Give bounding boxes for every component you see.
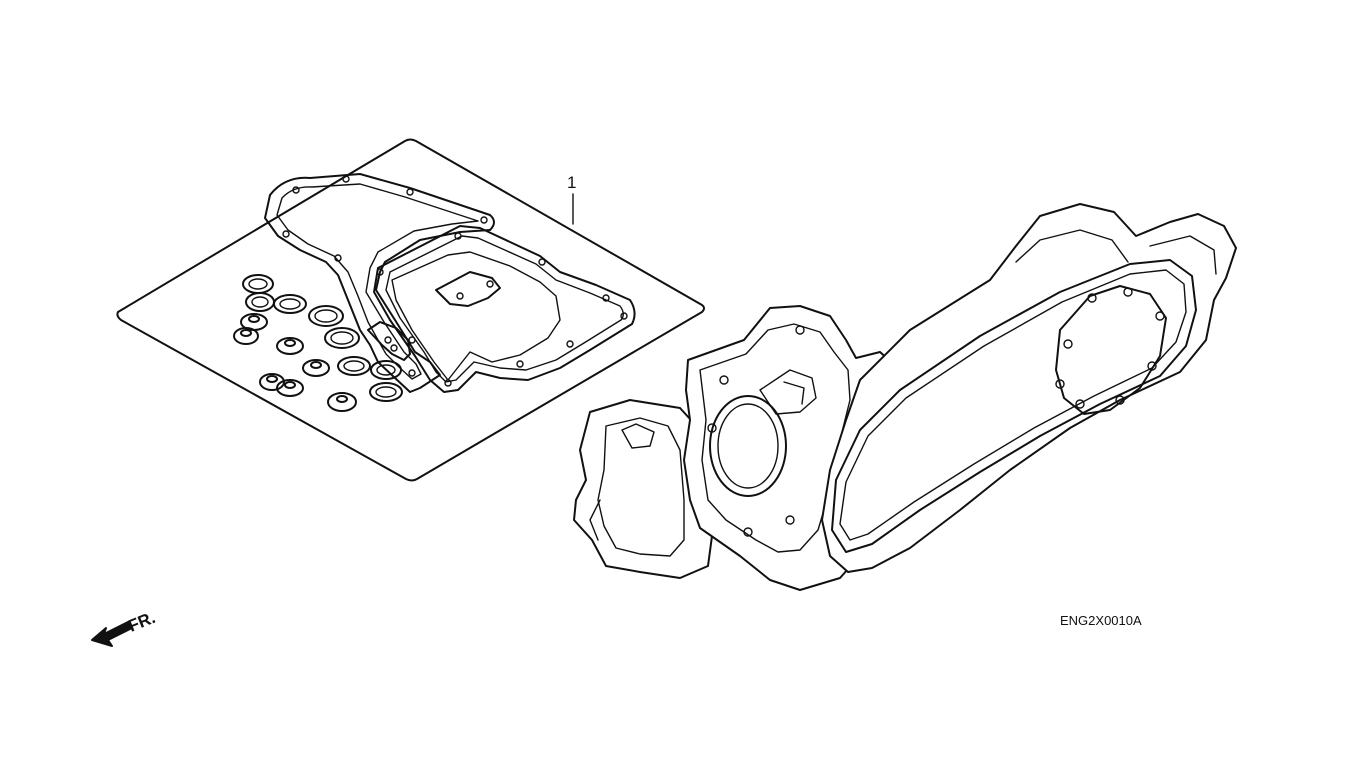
bracket-gasket: [367, 321, 411, 361]
drawing-code: ENG2X0010A: [1060, 613, 1142, 628]
direction-label: FR.: [126, 608, 159, 636]
engine-assembly: [573, 203, 1237, 591]
callout-1[interactable]: 1: [567, 173, 576, 225]
small-plate-gasket: [435, 271, 501, 307]
gasket-kit-sheet[interactable]: [116, 138, 705, 482]
front-direction-indicator: FR.: [91, 608, 159, 647]
o-ring-set: [233, 274, 403, 412]
callout-number: 1: [567, 173, 576, 192]
arrow-left-down-icon: [91, 621, 133, 647]
